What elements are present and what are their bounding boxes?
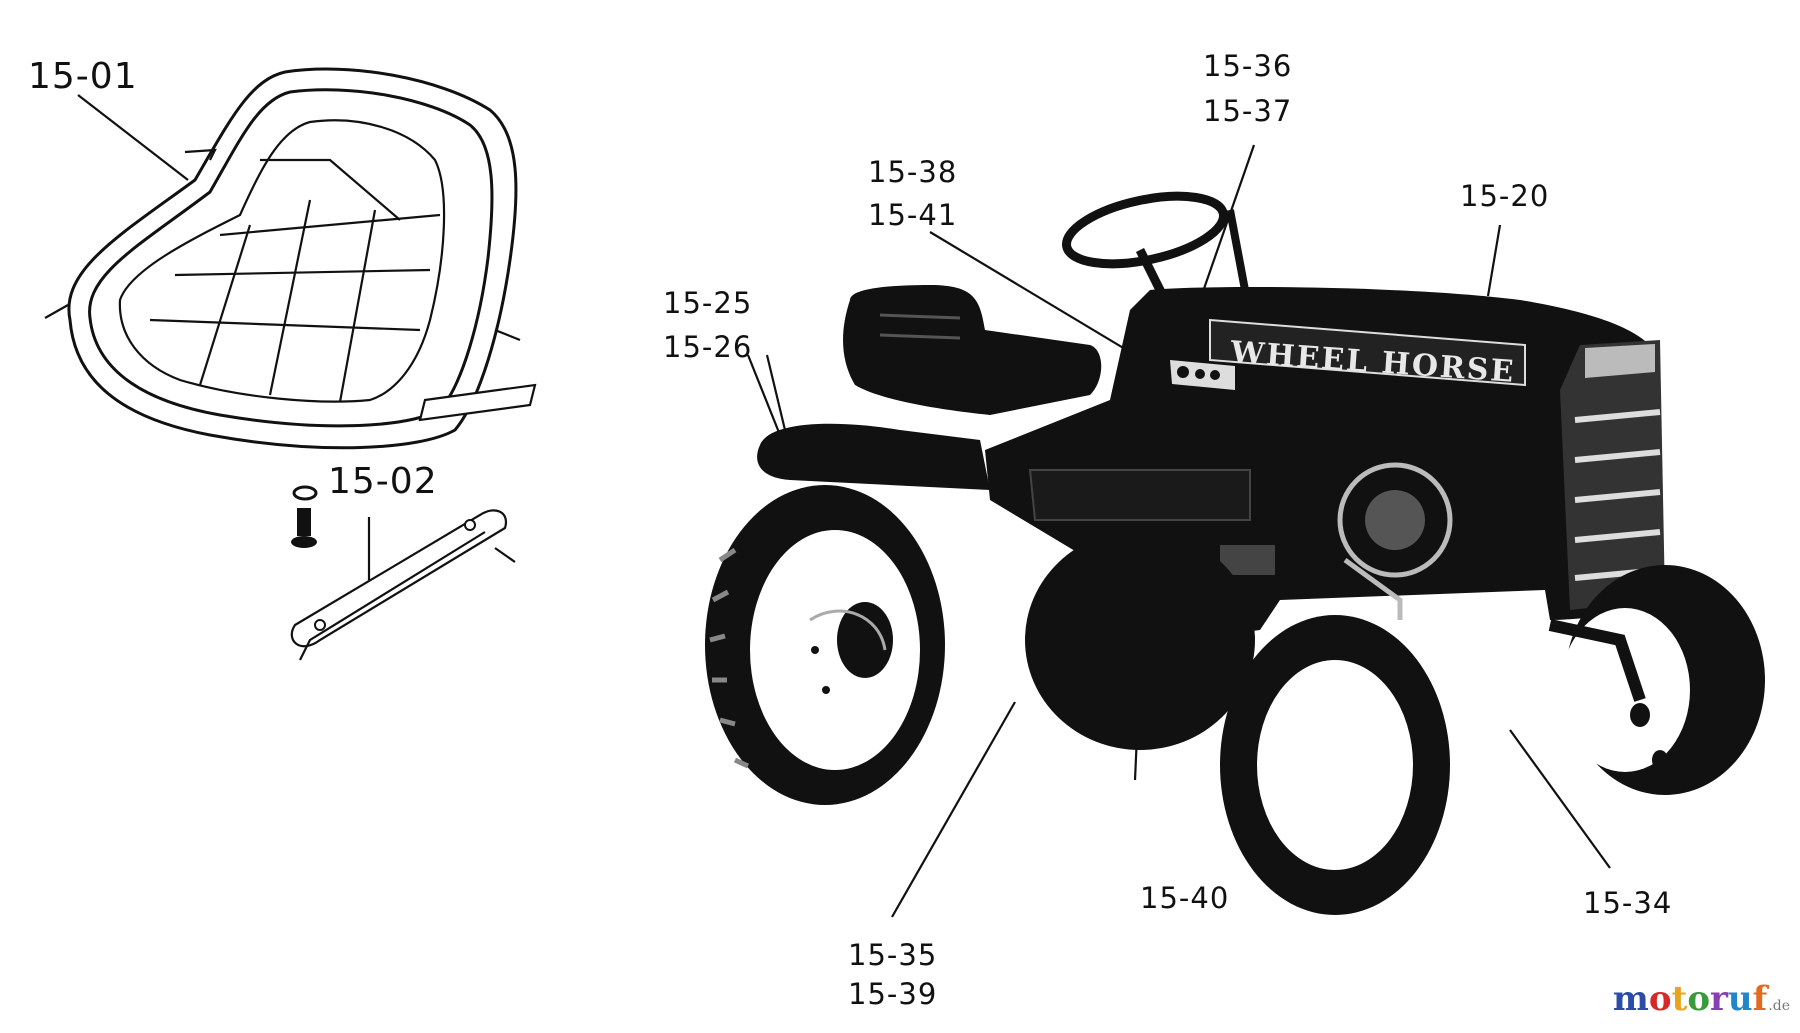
watermark-letter: t — [1671, 979, 1688, 1019]
tractor-illustration: WHEEL HORSE — [705, 191, 1765, 915]
part-label-15-38: 15-38 — [868, 155, 957, 189]
part-label-15-39: 15-39 — [848, 977, 937, 1011]
part-label-15-25: 15-25 — [663, 286, 752, 320]
watermark-letter: r — [1710, 979, 1728, 1019]
watermark-letter: o — [1687, 979, 1710, 1019]
part-label-15-01: 15-01 — [28, 56, 138, 97]
part-label-15-36: 15-36 — [1203, 49, 1292, 83]
part-label-15-37: 15-37 — [1203, 94, 1292, 128]
part-label-15-02: 15-02 — [328, 461, 438, 502]
part-label-15-35: 15-35 — [848, 938, 937, 972]
motoruf-watermark: m o t o r u f .de — [1613, 979, 1790, 1019]
part-label-15-40: 15-40 — [1140, 881, 1229, 915]
part-label-15-26: 15-26 — [663, 330, 752, 364]
watermark-tld: .de — [1768, 998, 1790, 1014]
watermark-letter: u — [1727, 979, 1753, 1019]
watermark-letter: o — [1648, 979, 1672, 1019]
watermark-letter: m — [1612, 979, 1649, 1019]
part-labels: 15-01 15-02 15-36 15-37 15-38 15-41 15-2… — [28, 49, 1672, 1011]
leader-lines — [77, 94, 1611, 918]
watermark-letter: f — [1752, 979, 1768, 1019]
part-label-15-41: 15-41 — [868, 198, 957, 232]
part-label-15-34: 15-34 — [1583, 886, 1672, 920]
seat-illustration — [44, 67, 537, 661]
part-label-15-20: 15-20 — [1460, 179, 1549, 213]
